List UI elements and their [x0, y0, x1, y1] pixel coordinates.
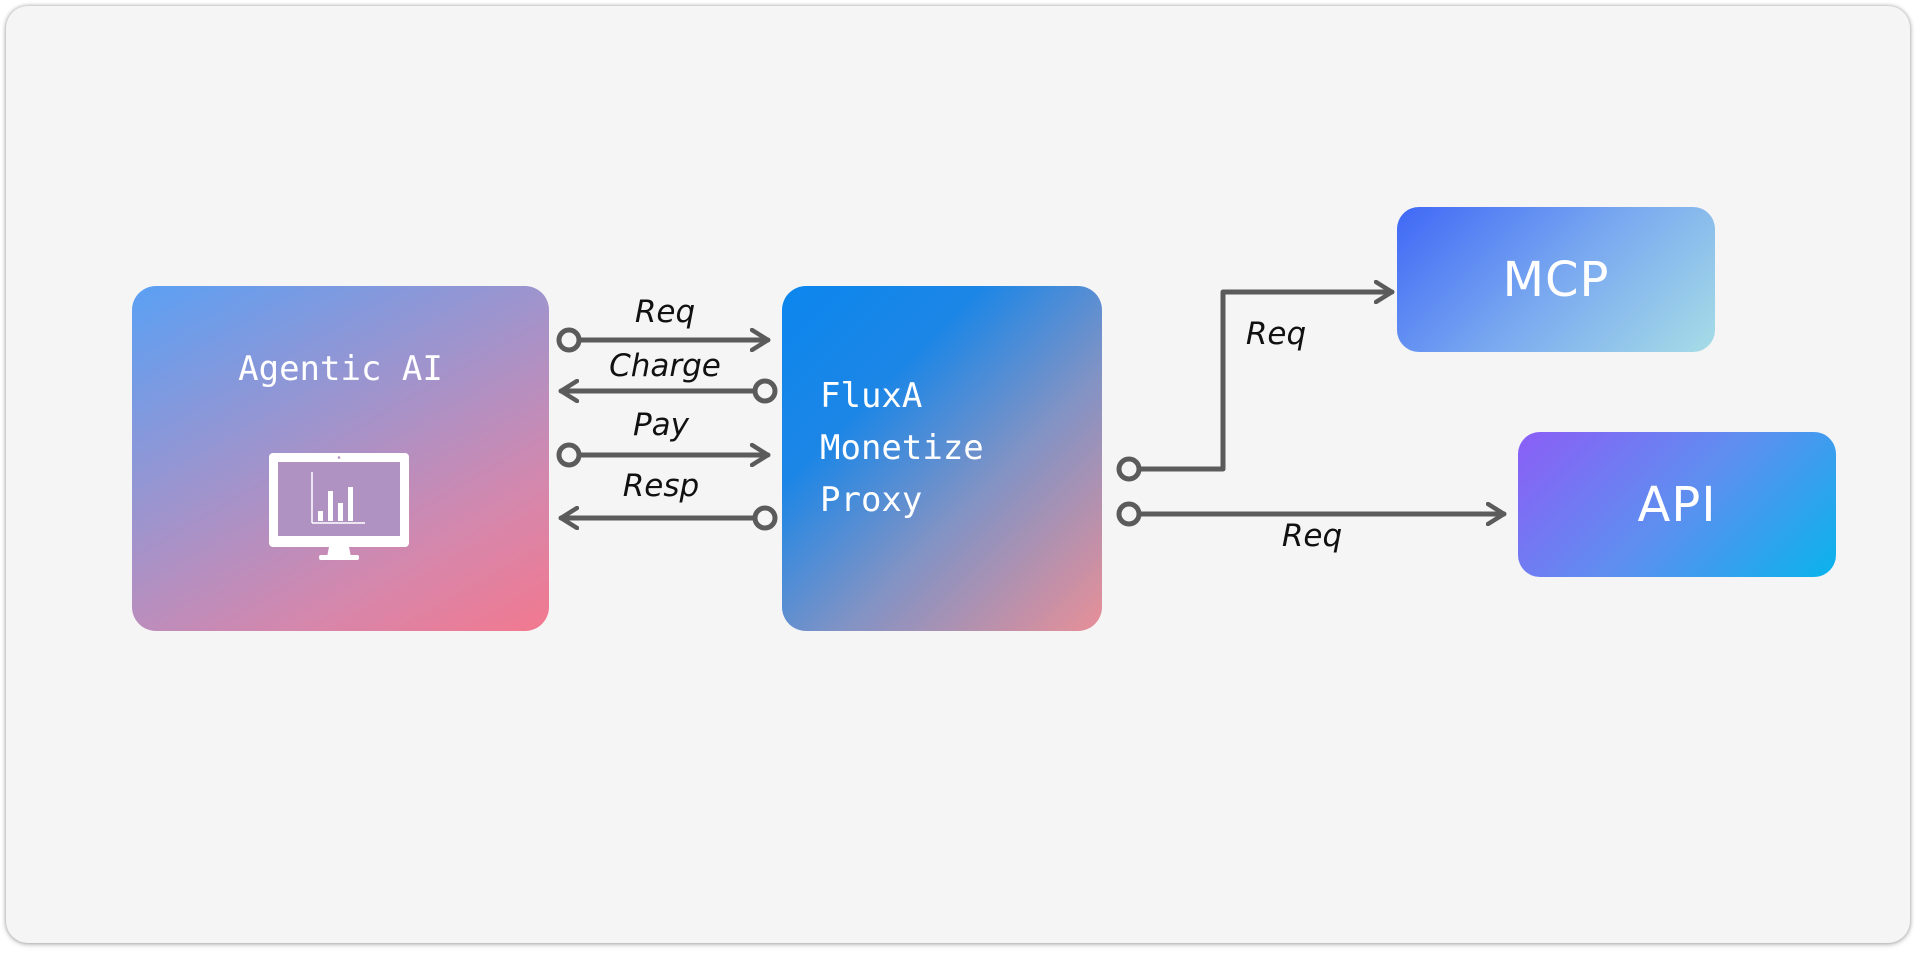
- api-node: API: [1518, 432, 1836, 577]
- edge-label-pay: Pay: [633, 407, 690, 443]
- mcp-label: MCP: [1502, 251, 1610, 308]
- fluxa-proxy-node: FluxA Monetize Proxy: [782, 286, 1102, 631]
- edge-label-req-mcp: Req: [1246, 316, 1306, 352]
- api-label: API: [1637, 476, 1717, 533]
- diagram-canvas: Agentic AI FluxA Monetize Proxy MCP API: [6, 6, 1910, 943]
- mcp-node: MCP: [1397, 207, 1715, 352]
- proxy-label: FluxA Monetize Proxy: [820, 370, 984, 526]
- arrow-req-mcp: [1137, 292, 1395, 472]
- edge-label-resp: Resp: [623, 468, 699, 504]
- proxy-label-line-3: Proxy: [820, 480, 923, 520]
- arrow-resp-origin: [752, 505, 778, 531]
- arrow-req-origin: [556, 327, 582, 353]
- edge-label-charge: Charge: [609, 348, 721, 384]
- proxy-label-line-1: FluxA: [820, 376, 923, 416]
- arrow-req-mcp-origin: [1116, 456, 1142, 482]
- monitor-chart-icon: [269, 453, 409, 560]
- edge-label-req-api: Req: [1282, 518, 1342, 554]
- arrow-charge-origin: [752, 378, 778, 404]
- arrow-pay-origin: [556, 442, 582, 468]
- edge-label-req: Req: [635, 294, 695, 330]
- agentic-ai-label: Agentic AI: [238, 349, 443, 389]
- connector-layer: Req Charge Pay Resp Req Req: [556, 6, 1507, 554]
- proxy-label-line-2: Monetize: [820, 428, 984, 468]
- arrow-req-api-origin: [1116, 501, 1142, 527]
- agentic-ai-node: Agentic AI: [132, 286, 549, 631]
